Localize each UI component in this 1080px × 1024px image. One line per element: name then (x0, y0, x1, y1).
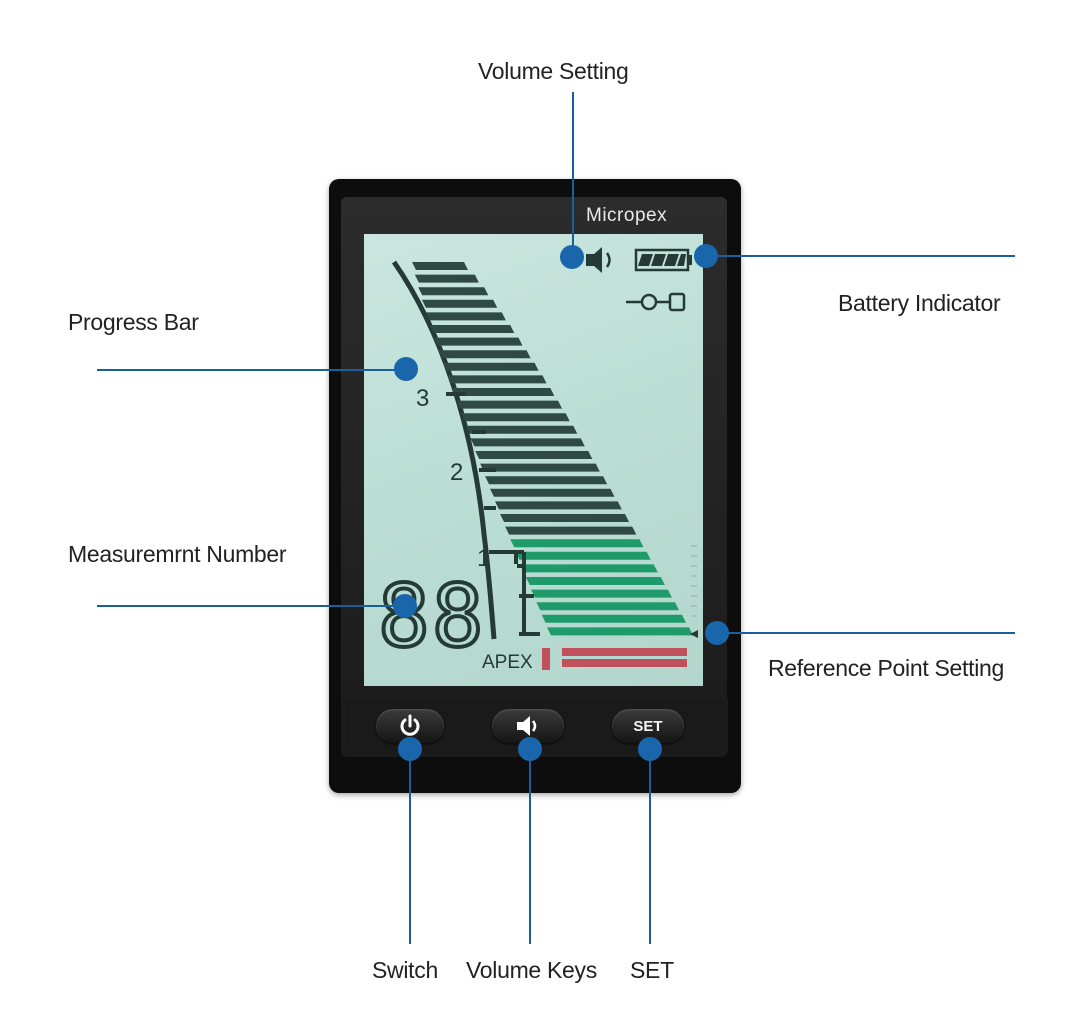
progress-segment (447, 375, 547, 384)
set-callout-dot (638, 737, 662, 761)
scale-label-3: 3 (416, 385, 429, 412)
progress-segment (434, 337, 523, 346)
progress-segment (520, 564, 658, 573)
measurement-callout-line (97, 605, 405, 607)
switch-label: Switch (372, 957, 438, 983)
apex-label: APEX (482, 652, 533, 673)
battery-icon (634, 248, 692, 272)
volume-keys-label: Volume Keys (466, 957, 597, 983)
apex-segment (562, 659, 687, 667)
measurement-number: 88 (378, 567, 486, 667)
progress-segment (412, 262, 468, 270)
progress-segment (485, 476, 608, 485)
battery-indicator-label: Battery Indicator (838, 290, 1001, 316)
progress-bar-callout-line (97, 369, 407, 371)
progress-segment (418, 287, 489, 296)
power-icon (400, 714, 420, 736)
progress-segment (429, 325, 515, 333)
progress-segment (490, 488, 615, 497)
progress-segment (515, 551, 651, 560)
progress-segment (480, 463, 600, 472)
progress-segment (500, 514, 630, 522)
reference-point-arrow (690, 630, 698, 638)
set-button-label: SET (633, 717, 663, 735)
volume-setting-callout-line (572, 92, 574, 258)
progress-segment (525, 577, 665, 585)
volume-icon (517, 716, 537, 736)
progress-segment (438, 350, 531, 359)
reference-point-callout-dot (705, 621, 729, 645)
progress-segment (425, 312, 506, 321)
lcd-screen: 3 2 1 88 APEX (364, 234, 703, 686)
battery-callout-dot (694, 244, 718, 268)
progress-segment (495, 501, 622, 510)
progress-bar (412, 262, 693, 667)
set-label: SET (630, 957, 674, 983)
progress-segment (510, 539, 644, 548)
reference-point-callout-line (716, 632, 1015, 634)
progress-bar-callout-dot (394, 357, 418, 381)
progress-segment (536, 602, 679, 611)
reference-plug-icon (626, 292, 686, 312)
progress-segment (442, 362, 539, 371)
progress-segment (505, 526, 637, 535)
progress-segment (421, 299, 498, 308)
progress-segment (456, 400, 563, 409)
volume-keys-callout-line (529, 748, 531, 944)
apex-segment (562, 648, 687, 656)
volume-setting-label: Volume Setting (478, 58, 629, 84)
reference-point-setting-label: Reference Point Setting (768, 655, 1005, 681)
progress-bar-label: Progress Bar (68, 309, 199, 335)
progress-segment (451, 388, 555, 396)
volume-setting-callout-dot (560, 245, 584, 269)
volume-keys-callout-dot (518, 737, 542, 761)
switch-callout-line (409, 748, 411, 944)
scale-label-1: 1 (477, 545, 490, 572)
canal-curve (391, 260, 497, 640)
switch-callout-dot (398, 737, 422, 761)
scale-label-2: 2 (450, 459, 463, 486)
progress-segment (547, 627, 693, 636)
apex-marker (542, 648, 550, 670)
progress-segment (475, 451, 593, 459)
progress-segment (531, 589, 672, 598)
speaker-icon (586, 247, 611, 273)
reference-ticks (691, 545, 697, 617)
brand-name: Micropex (586, 205, 668, 226)
progress-segment (465, 425, 578, 434)
lcd-graphics: 3 2 1 88 APEX (376, 247, 698, 673)
set-callout-line (649, 748, 651, 944)
progress-segment (541, 614, 687, 623)
measurement-number-label: Measuremrnt Number (68, 541, 287, 567)
progress-segment (414, 274, 479, 283)
progress-segment (470, 438, 585, 447)
scale-ticks (446, 392, 540, 636)
measurement-callout-dot (393, 594, 417, 618)
progress-segment (460, 413, 570, 422)
battery-callout-line (706, 255, 1015, 257)
